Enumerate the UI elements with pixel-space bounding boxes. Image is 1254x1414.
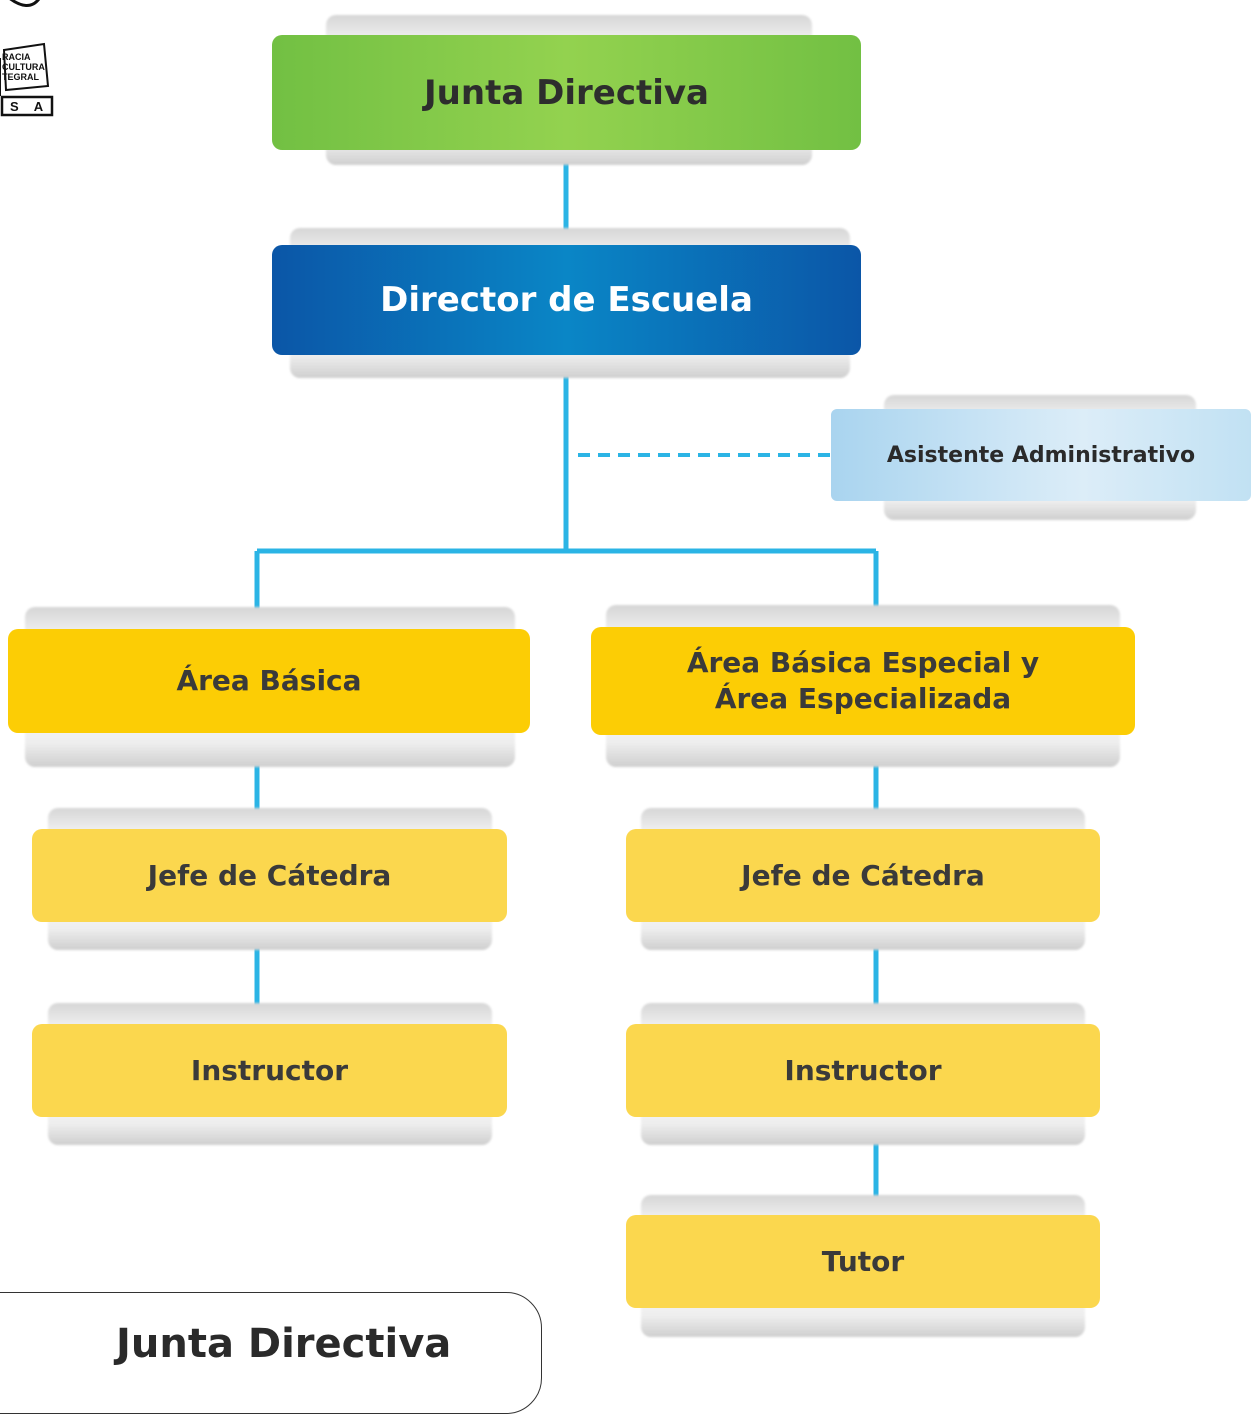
node-junta-directiva-label: Junta Directiva [424, 72, 709, 113]
node-director-escuela-label: Director de Escuela [380, 280, 753, 320]
node-director-escuela: Director de Escuela [272, 245, 861, 355]
node-right-instructor: Instructor [626, 1024, 1100, 1117]
node-right-instructor-label: Instructor [784, 1054, 942, 1087]
node-right-jefe-catedra-label: Jefe de Cátedra [741, 859, 985, 892]
node-right-tutor: Tutor [626, 1215, 1100, 1308]
node-right-tutor-label: Tutor [821, 1245, 905, 1278]
logo-badge: S A [10, 99, 50, 114]
node-asistente-administrativo: Asistente Administrativo [831, 409, 1251, 501]
node-right-jefe-catedra: Jefe de Cátedra [626, 829, 1100, 922]
logo-text-2: CULTURA [2, 62, 45, 72]
node-area-especializada-line2: Área Especializada [714, 682, 1012, 715]
node-asistente-administrativo-label: Asistente Administrativo [886, 442, 1196, 468]
node-area-especializada-line1: Área Básica Especial y [686, 646, 1040, 679]
logo-text-1: RACIA [2, 52, 31, 62]
node-left-jefe-catedra-label: Jefe de Cátedra [147, 859, 392, 892]
book-icon [0, 0, 54, 117]
node-area-basica-label: Área Básica [176, 664, 362, 697]
logo-text-3: TEGRAL [2, 72, 39, 82]
legend-box: Junta Directiva [0, 1292, 542, 1414]
node-area-basica: Área Básica [8, 629, 530, 733]
node-area-especializada: Área Básica Especial y Área Especializad… [591, 627, 1135, 735]
node-left-jefe-catedra: Jefe de Cátedra [32, 829, 507, 922]
node-junta-directiva: Junta Directiva [272, 35, 861, 150]
logo: RACIA CULTURA TEGRAL S A [0, 0, 60, 120]
node-left-instructor: Instructor [32, 1024, 507, 1117]
legend-title: Junta Directiva [116, 1321, 452, 1367]
node-left-instructor-label: Instructor [190, 1054, 349, 1087]
